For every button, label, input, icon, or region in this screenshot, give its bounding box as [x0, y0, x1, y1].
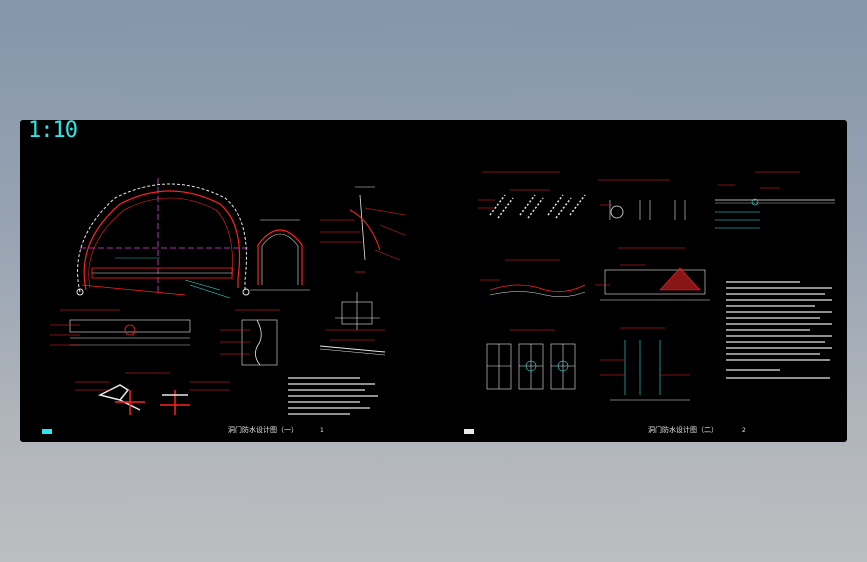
sheet-2-page-number: 2: [742, 427, 746, 434]
detail-j: [595, 247, 710, 301]
notes-block-1: [288, 377, 378, 415]
scale-label: 1:10: [28, 120, 78, 143]
detail-a: [320, 186, 406, 261]
sheet-1-drawing: [42, 178, 406, 434]
sheet-2-title: 洞门防水设计图（二）: [648, 426, 718, 434]
tunnel-outer-lining: [77, 183, 247, 293]
small-arch-section: [257, 229, 303, 285]
detail-e: [75, 372, 230, 415]
detail-c: [220, 309, 280, 366]
cad-drawing: [42, 171, 835, 434]
drawing-canvas[interactable]: 1:10: [20, 120, 847, 442]
detail-g: [598, 179, 686, 220]
detail-f: [478, 171, 586, 219]
detail-h: [715, 171, 835, 229]
tunnel-inner-lining: [83, 190, 241, 291]
detail-b: [319, 271, 386, 356]
sheet-2-drawing: [464, 171, 835, 434]
notes-block-2: [726, 281, 832, 379]
detail-d: [50, 309, 191, 346]
detail-l: [600, 327, 690, 401]
sheet-1-title: 洞门防水设计图（一）: [228, 426, 298, 434]
detail-i: [480, 259, 586, 298]
sheet-1-page-number: 1: [320, 427, 324, 434]
detail-k: [486, 329, 576, 390]
